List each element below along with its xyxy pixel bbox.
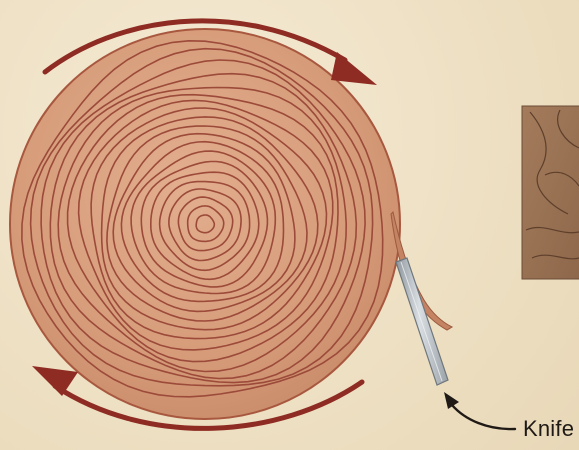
curved-pointer-arrow-icon: [452, 405, 515, 429]
pointer-arrowhead-icon: [444, 392, 459, 409]
top-arrowhead-icon: [331, 52, 377, 85]
log-cross-section: [10, 29, 400, 419]
knife-label: Knife: [523, 416, 574, 442]
veneer-grain-sample: [522, 106, 579, 279]
bottom-arrowhead-icon: [32, 366, 78, 396]
